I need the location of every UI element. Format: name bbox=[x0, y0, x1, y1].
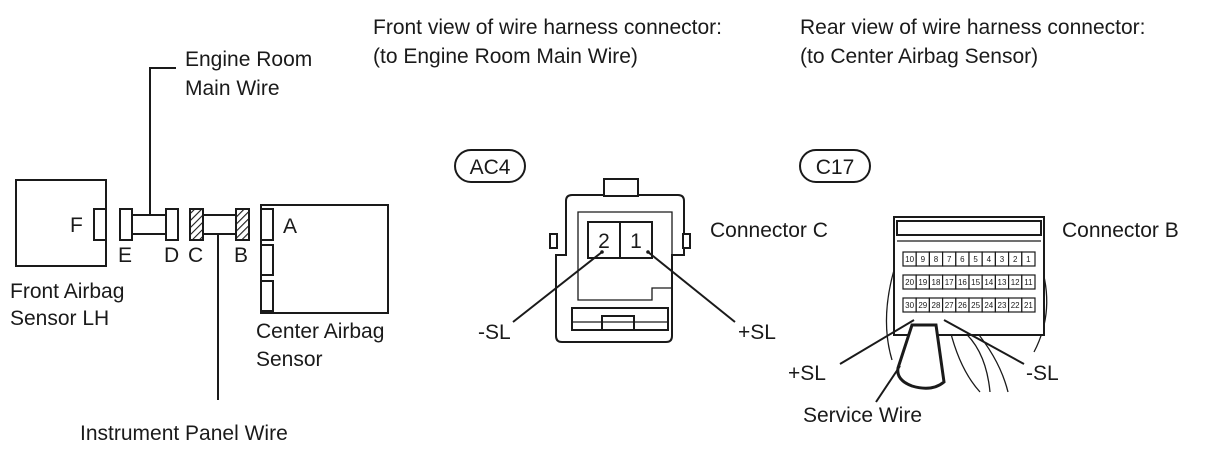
service-wire-leader bbox=[875, 365, 901, 403]
engine-room-wire-segment bbox=[131, 214, 167, 235]
c17-pin-label: 6 bbox=[960, 255, 965, 264]
connector-f bbox=[93, 208, 107, 241]
c17-pin-label: 28 bbox=[932, 301, 941, 310]
c17-cable-mid1 bbox=[949, 329, 981, 393]
c17-cable-left bbox=[885, 269, 895, 361]
engine-room-wire-label-line2: Main Wire bbox=[185, 77, 280, 100]
ac4-right-ear bbox=[682, 233, 691, 249]
c17-pin-label: 1 bbox=[1026, 255, 1031, 264]
c17-pin-cell bbox=[1021, 251, 1036, 267]
connector-c-label: Connector C bbox=[710, 219, 828, 242]
connector-letter-f: F bbox=[70, 214, 83, 237]
c17-pin-label: 14 bbox=[984, 278, 993, 287]
front-airbag-sensor-box bbox=[15, 179, 107, 267]
ac4-pin-2-label: 2 bbox=[598, 230, 610, 253]
c17-pin-label: 27 bbox=[945, 301, 954, 310]
c17-pin-label: 13 bbox=[998, 278, 1007, 287]
c17-pin-label: 22 bbox=[1011, 301, 1020, 310]
center-airbag-sensor-box bbox=[260, 204, 389, 314]
c17-pin-label: 11 bbox=[1024, 278, 1033, 287]
c17-pin-label: 29 bbox=[918, 301, 927, 310]
c17-minus-sl-label: -SL bbox=[1026, 362, 1059, 385]
center-airbag-sensor-label-line1: Center Airbag bbox=[256, 320, 384, 343]
front-view-title-line1: Front view of wire harness connector: bbox=[373, 16, 722, 39]
front-airbag-sensor-label-line1: Front Airbag bbox=[10, 280, 124, 303]
c17-pin-label: 16 bbox=[958, 278, 967, 287]
c17-pin-label: 3 bbox=[1000, 255, 1005, 264]
connector-e bbox=[119, 208, 133, 241]
engine-room-wire-label-line1: Engine Room bbox=[185, 48, 312, 71]
c17-code-badge bbox=[799, 149, 871, 183]
c17-pin-cell bbox=[1021, 297, 1036, 313]
c17-pin-label: 2 bbox=[1013, 255, 1018, 264]
ac4-plus-sl-leader bbox=[647, 251, 736, 323]
c17-plus-sl-label: +SL bbox=[788, 362, 826, 385]
connector-letter-d: D bbox=[164, 244, 179, 267]
c17-pin-label: 26 bbox=[958, 301, 967, 310]
harness-route-diagram: F Front Airbag Sensor LH Engine Room Mai… bbox=[10, 48, 389, 445]
instrument-panel-wire-label: Instrument Panel Wire bbox=[80, 422, 288, 445]
rear-view-section: Rear view of wire harness connector: (to… bbox=[788, 16, 1179, 427]
c17-pin-label: 7 bbox=[947, 255, 952, 264]
c17-pin-label: 23 bbox=[998, 301, 1007, 310]
connector-d bbox=[165, 208, 179, 241]
c17-pin-label: 4 bbox=[987, 255, 992, 264]
connector-letter-c: C bbox=[188, 244, 203, 267]
c17-pin-label: 5 bbox=[973, 255, 978, 264]
instrument-panel-wire-segment bbox=[202, 214, 237, 235]
c17-pin-label: 24 bbox=[984, 301, 993, 310]
ac4-plus-sl-label: +SL bbox=[738, 321, 776, 344]
ac4-pin2-dot bbox=[600, 250, 604, 254]
c17-pin-label: 18 bbox=[932, 278, 941, 287]
c17-pin-cell bbox=[1021, 274, 1036, 290]
ac4-bottom-lock bbox=[601, 315, 635, 331]
c17-pin-label: 17 bbox=[945, 278, 954, 287]
c17-pin-label: 10 bbox=[905, 255, 914, 264]
ac4-minus-sl-leader bbox=[512, 251, 603, 323]
ac4-code-badge bbox=[454, 149, 526, 183]
c17-pin-label: 9 bbox=[921, 255, 926, 264]
c17-minus-sl-leader bbox=[943, 319, 1025, 365]
service-wire-label: Service Wire bbox=[803, 404, 922, 427]
ac4-pin1-dot bbox=[646, 250, 650, 254]
ac4-code-label: AC4 bbox=[470, 156, 511, 179]
c17-code-label: C17 bbox=[816, 156, 855, 179]
front-view-section: Front view of wire harness connector: (t… bbox=[373, 16, 828, 344]
center-sensor-connector-a bbox=[260, 208, 274, 241]
rear-view-title-line1: Rear view of wire harness connector: bbox=[800, 16, 1146, 39]
ac4-inner-outline bbox=[577, 211, 673, 301]
center-sensor-connector-2 bbox=[260, 244, 274, 276]
connector-c bbox=[189, 208, 204, 241]
ac4-pin-1-label: 1 bbox=[630, 230, 642, 253]
c17-housing-top-band bbox=[896, 220, 1042, 236]
c17-pin-label: 15 bbox=[971, 278, 980, 287]
c17-pin-label: 12 bbox=[1011, 278, 1020, 287]
ac4-minus-sl-label: -SL bbox=[478, 321, 511, 344]
engine-room-wire-leader bbox=[149, 67, 176, 215]
connector-letter-b: B bbox=[234, 244, 248, 267]
ac4-connector-latch bbox=[603, 178, 639, 197]
connector-letter-a: A bbox=[283, 215, 297, 238]
c17-pin-label: 20 bbox=[905, 278, 914, 287]
c17-pin-label: 25 bbox=[971, 301, 980, 310]
service-wire-loop bbox=[896, 323, 946, 390]
connector-b-label: Connector B bbox=[1062, 219, 1179, 242]
front-airbag-sensor-label-line2: Sensor LH bbox=[10, 307, 109, 330]
center-sensor-connector-3 bbox=[260, 280, 274, 312]
c17-pin-label: 8 bbox=[934, 255, 939, 264]
c17-cable-mid2 bbox=[961, 329, 991, 393]
front-view-title-line2: (to Engine Room Main Wire) bbox=[373, 45, 638, 68]
c17-plus-sl-leader bbox=[839, 319, 915, 365]
center-airbag-sensor-label-line2: Sensor bbox=[256, 348, 323, 371]
c17-pin-label: 19 bbox=[918, 278, 927, 287]
connector-b bbox=[235, 208, 250, 241]
c17-pin-label: 21 bbox=[1024, 301, 1033, 310]
rear-view-title-line2: (to Center Airbag Sensor) bbox=[800, 45, 1038, 68]
connector-letter-e: E bbox=[118, 244, 132, 267]
c17-pin-label: 30 bbox=[905, 301, 914, 310]
ac4-left-ear bbox=[549, 233, 558, 249]
